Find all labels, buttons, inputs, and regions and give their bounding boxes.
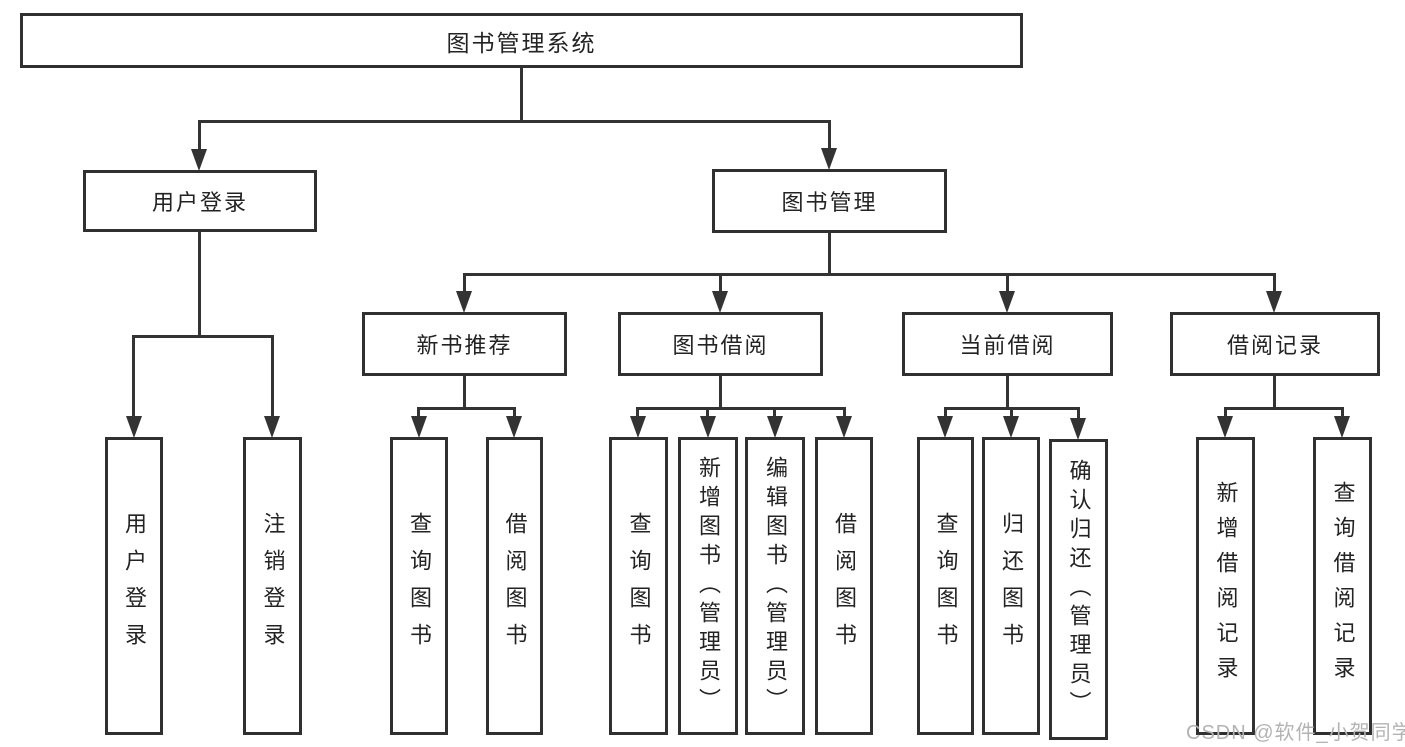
arrow-down-icon bbox=[836, 416, 852, 438]
arrow-down-icon bbox=[1217, 416, 1233, 438]
node-label: 确认归还（管理员） bbox=[1066, 459, 1092, 720]
connector-line bbox=[132, 335, 274, 338]
connector-line bbox=[463, 376, 466, 409]
arrow-down-icon bbox=[821, 148, 837, 170]
connector-line bbox=[1273, 273, 1276, 293]
node-label: 当前借阅 bbox=[959, 333, 1056, 358]
connector-line bbox=[636, 407, 639, 419]
connector-line bbox=[513, 407, 516, 419]
node-label: 图书管理系统 bbox=[446, 29, 597, 56]
node-label: 编辑图书（管理员） bbox=[763, 455, 788, 717]
node-label: 借阅记录 bbox=[1226, 333, 1323, 358]
node-label: 归还图书 bbox=[999, 512, 1024, 660]
node-label: 用户登录 bbox=[151, 190, 248, 215]
node-book-management: 图书管理 bbox=[712, 169, 947, 233]
node-label: 查询借阅记录 bbox=[1330, 481, 1356, 691]
leaf-query-borrow-record: 查询借阅记录 bbox=[1313, 437, 1372, 735]
node-current-borrow: 当前借阅 bbox=[902, 312, 1113, 376]
connector-line bbox=[944, 407, 947, 419]
node-label: 新书推荐 bbox=[416, 333, 513, 358]
connector-line bbox=[719, 376, 722, 409]
connector-line bbox=[1077, 407, 1080, 419]
connector-line bbox=[1341, 407, 1344, 419]
leaf-return-books: 归还图书 bbox=[982, 437, 1040, 735]
csdn-watermark: CSDN @软件_小贺同学 bbox=[1186, 722, 1405, 744]
connector-line bbox=[198, 120, 201, 152]
node-label: 图书管理 bbox=[781, 190, 878, 215]
connector-line bbox=[1224, 407, 1227, 419]
arrow-down-icon bbox=[700, 416, 716, 438]
leaf-confirm-return-admin: 确认归还（管理员） bbox=[1049, 439, 1108, 740]
arrow-down-icon bbox=[630, 416, 646, 438]
connector-line bbox=[843, 407, 846, 419]
leaf-borrow-books-recommend: 借阅图书 bbox=[486, 437, 543, 735]
connector-line bbox=[828, 120, 831, 152]
leaf-edit-books-admin: 编辑图书（管理员） bbox=[745, 437, 805, 735]
connector-line bbox=[1010, 407, 1013, 419]
connector-line bbox=[198, 232, 201, 335]
arrow-down-icon bbox=[712, 291, 728, 313]
connector-line bbox=[1006, 273, 1009, 293]
node-new-book-recommend: 新书推荐 bbox=[362, 312, 567, 376]
connector-line bbox=[706, 407, 709, 419]
connector-line bbox=[198, 120, 831, 123]
connector-line bbox=[636, 407, 846, 410]
node-label: 新增图书（管理员） bbox=[696, 455, 721, 717]
leaf-logout: 注销登录 bbox=[243, 437, 302, 735]
connector-line bbox=[1273, 376, 1276, 409]
connector-line bbox=[719, 273, 722, 293]
connector-line bbox=[417, 407, 420, 419]
connector-line bbox=[828, 233, 831, 275]
connector-line bbox=[1006, 376, 1009, 409]
connector-line bbox=[463, 273, 466, 293]
arrow-down-icon bbox=[1334, 416, 1350, 438]
connector-line bbox=[417, 407, 516, 410]
node-borrow-records: 借阅记录 bbox=[1170, 312, 1380, 376]
node-user-login: 用户登录 bbox=[83, 170, 317, 232]
arrow-down-icon bbox=[937, 416, 953, 438]
arrow-down-icon bbox=[767, 416, 783, 438]
node-label: 查询图书 bbox=[407, 512, 432, 660]
node-library-management-system: 图书管理系统 bbox=[20, 13, 1023, 68]
connector-line bbox=[520, 68, 523, 120]
arrow-down-icon bbox=[1070, 418, 1086, 440]
arrow-down-icon bbox=[264, 416, 280, 438]
node-label: 注销登录 bbox=[260, 512, 286, 660]
arrow-down-icon bbox=[506, 416, 522, 438]
arrow-down-icon bbox=[999, 291, 1015, 313]
arrow-down-icon bbox=[126, 416, 142, 438]
arrow-down-icon bbox=[191, 149, 207, 171]
arrow-down-icon bbox=[411, 416, 427, 438]
connector-line bbox=[773, 407, 776, 419]
node-label: 图书借阅 bbox=[672, 333, 769, 358]
node-label: 借阅图书 bbox=[832, 512, 857, 660]
connector-line bbox=[271, 335, 274, 418]
leaf-add-borrow-record: 新增借阅记录 bbox=[1196, 437, 1255, 735]
arrow-down-icon bbox=[1266, 291, 1282, 313]
leaf-user-login: 用户登录 bbox=[105, 437, 163, 735]
connector-line bbox=[132, 335, 135, 418]
node-label: 新增借阅记录 bbox=[1213, 481, 1239, 691]
arrow-down-icon bbox=[1003, 416, 1019, 438]
leaf-borrow-books: 借阅图书 bbox=[815, 437, 873, 735]
leaf-query-books-current: 查询图书 bbox=[917, 437, 974, 735]
node-label: 查询图书 bbox=[933, 512, 959, 660]
connector-line bbox=[463, 273, 1276, 276]
connector-line bbox=[1224, 407, 1344, 410]
node-label: 借阅图书 bbox=[502, 512, 528, 660]
leaf-query-books-recommend: 查询图书 bbox=[390, 437, 448, 735]
arrow-down-icon bbox=[456, 291, 472, 313]
node-book-borrow: 图书借阅 bbox=[618, 312, 823, 376]
leaf-query-books-borrow: 查询图书 bbox=[609, 437, 668, 735]
node-label: 查询图书 bbox=[626, 512, 652, 660]
node-label: 用户登录 bbox=[122, 512, 147, 660]
leaf-add-books-admin: 新增图书（管理员） bbox=[678, 437, 738, 735]
